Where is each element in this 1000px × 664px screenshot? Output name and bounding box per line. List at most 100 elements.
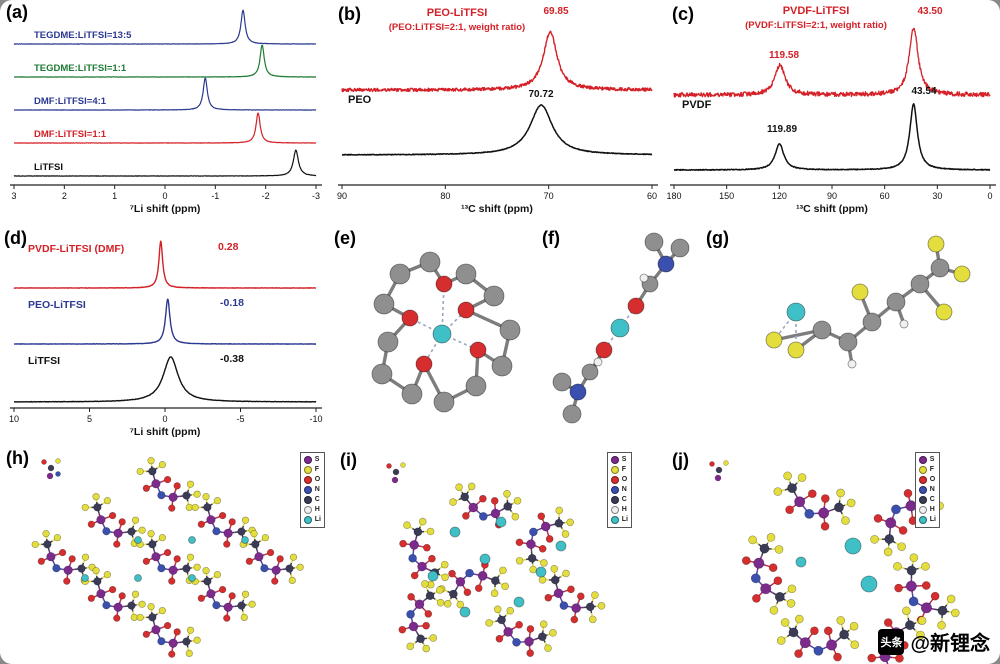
- legend-item: O: [303, 476, 321, 484]
- legend-item: F: [918, 466, 936, 474]
- legend-c-label: C: [314, 496, 320, 503]
- panel-f: (f): [540, 222, 700, 444]
- legend-item: S: [303, 456, 321, 464]
- svg-text:DMF:LiTFSI=1:1: DMF:LiTFSI=1:1: [34, 129, 107, 140]
- tegdme-li-complex-model: [371, 251, 521, 413]
- legend-o-label: O: [929, 476, 936, 483]
- svg-text:0.28: 0.28: [218, 241, 239, 253]
- svg-text:-1: -1: [211, 191, 219, 201]
- svg-text:90: 90: [827, 191, 837, 201]
- svg-text:0: 0: [987, 191, 992, 201]
- md-snapshot-i: [386, 462, 606, 657]
- legend-f-dot: [918, 466, 927, 474]
- md-snapshot-h: [31, 457, 304, 658]
- legend-item: N: [303, 486, 321, 494]
- legend-item: Li: [610, 516, 628, 524]
- svg-text:(PEO:LiTFSI=2:1, weight ratio): (PEO:LiTFSI=2:1, weight ratio): [389, 22, 525, 33]
- legend-c-dot: [918, 496, 927, 504]
- svg-text:60: 60: [647, 191, 657, 201]
- legend-item: Li: [918, 516, 936, 524]
- panel-label-d: (d): [4, 228, 27, 248]
- legend-item: O: [918, 476, 936, 484]
- svg-text:LiTFSI: LiTFSI: [28, 355, 60, 367]
- svg-text:90: 90: [337, 191, 347, 201]
- panel-label-e: (e): [334, 228, 356, 248]
- svg-text:180: 180: [666, 191, 681, 201]
- legend-f-dot: [610, 466, 619, 474]
- legend-f-label: F: [314, 466, 320, 473]
- legend-h-dot: [303, 506, 312, 514]
- legend-item: F: [610, 466, 628, 474]
- legend-h-dot: [610, 506, 619, 514]
- legend-n-dot: [610, 486, 619, 494]
- svg-text:LiTFSI: LiTFSI: [34, 162, 63, 173]
- svg-text:60: 60: [880, 191, 890, 201]
- panel-label-a: (a): [6, 2, 28, 22]
- legend-h-label: H: [314, 506, 320, 513]
- legend-s-dot: [610, 456, 619, 464]
- svg-text:70.72: 70.72: [528, 89, 553, 100]
- svg-text:119.58: 119.58: [769, 50, 799, 61]
- svg-text:-0.18: -0.18: [220, 297, 244, 309]
- svg-text:¹³C shift (ppm): ¹³C shift (ppm): [461, 203, 533, 215]
- svg-text:TEGDME:LiTFSI=13:5: TEGDME:LiTFSI=13:5: [34, 30, 132, 41]
- svg-text:0: 0: [162, 191, 167, 201]
- svg-text:119.89: 119.89: [767, 124, 797, 135]
- panel-e: (e): [332, 222, 540, 444]
- legend-o-dot: [918, 476, 927, 484]
- toutiao-logo-icon: 头条: [878, 628, 905, 655]
- legend-f-dot: [303, 466, 312, 474]
- legend-s-dot: [918, 456, 927, 464]
- legend-li-dot: [610, 516, 619, 524]
- legend-li-label: Li: [314, 516, 321, 523]
- legend-s-label: S: [621, 456, 627, 463]
- svg-text:43.50: 43.50: [917, 6, 942, 17]
- legend-c-label: C: [929, 496, 935, 503]
- legend-c-dot: [303, 496, 312, 504]
- legend-item: C: [610, 496, 628, 504]
- legend-o-label: O: [314, 476, 321, 483]
- legend-li-label: Li: [621, 516, 628, 523]
- svg-text:5: 5: [87, 414, 92, 424]
- panel-label-f: (f): [542, 228, 560, 248]
- svg-text:-3: -3: [312, 191, 320, 201]
- svg-text:PEO-LiTFSI: PEO-LiTFSI: [28, 299, 86, 311]
- svg-text:⁷Li shift (ppm): ⁷Li shift (ppm): [130, 426, 201, 438]
- svg-text:-10: -10: [309, 414, 322, 424]
- legend-s-label: S: [314, 456, 320, 463]
- legend-n-dot: [303, 486, 312, 494]
- svg-text:43.54: 43.54: [911, 86, 936, 97]
- svg-text:3: 3: [11, 191, 16, 201]
- legend-c-label: C: [621, 496, 627, 503]
- panel-label-i: (i): [340, 450, 357, 470]
- legend-o-dot: [303, 476, 312, 484]
- svg-text:PEO: PEO: [348, 94, 372, 106]
- legend-c-dot: [610, 496, 619, 504]
- svg-text:70: 70: [544, 191, 554, 201]
- svg-text:30: 30: [932, 191, 942, 201]
- watermark-handle: @新锂念: [910, 633, 990, 655]
- legend-o-label: O: [621, 476, 628, 483]
- svg-text:1: 1: [112, 191, 117, 201]
- svg-text:PVDF: PVDF: [682, 99, 712, 111]
- svg-text:PEO-LiTFSI: PEO-LiTFSI: [427, 7, 488, 19]
- legend-item: H: [610, 506, 628, 514]
- panel-label-c: (c): [672, 4, 694, 24]
- svg-text:TEGDME:LiTFSI=1:1: TEGDME:LiTFSI=1:1: [34, 63, 127, 74]
- watermark: 头条 @新锂念: [878, 627, 990, 656]
- svg-text:120: 120: [772, 191, 787, 201]
- legend-item: C: [918, 496, 936, 504]
- dmf-li-complex-model: [552, 232, 690, 424]
- md-snapshot-j: [709, 460, 960, 664]
- pvdf-li-complex-model: [765, 235, 971, 369]
- legend-s-label: S: [929, 456, 935, 463]
